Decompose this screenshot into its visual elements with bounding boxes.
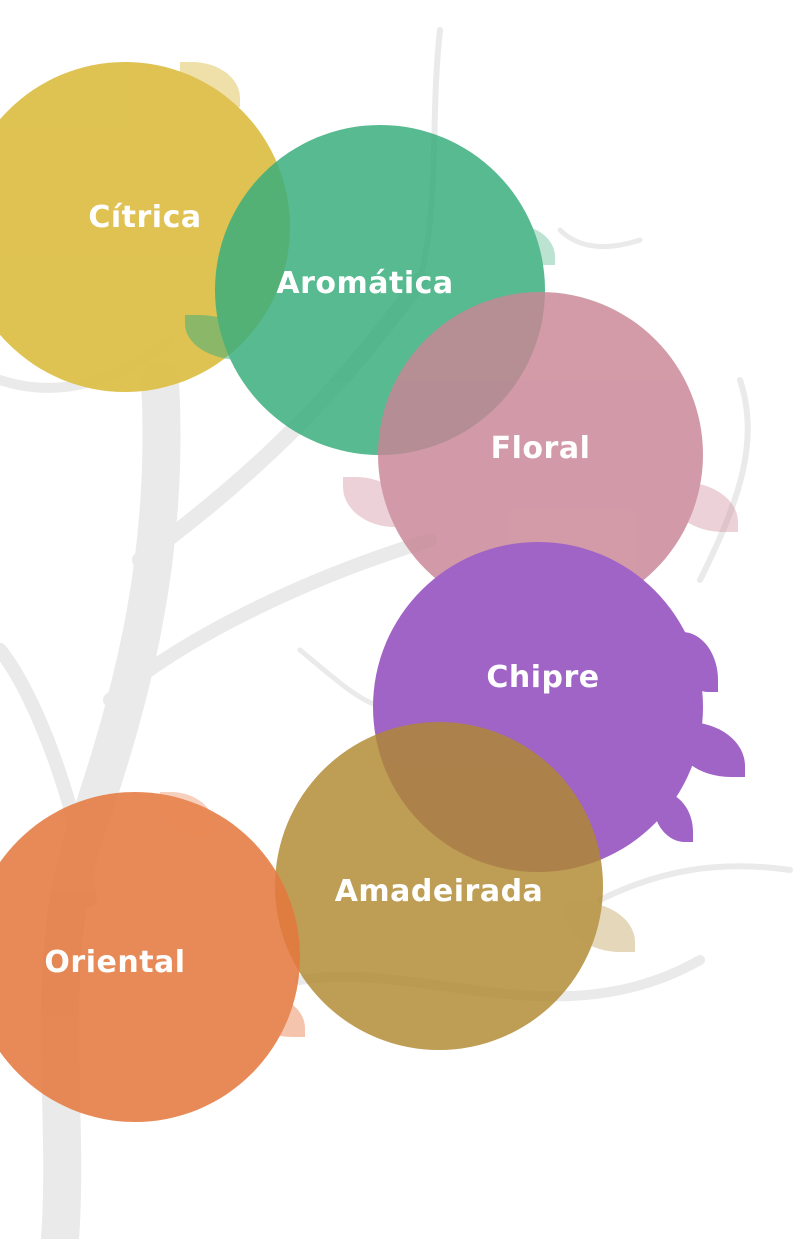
family-floral[interactable]: Floral bbox=[343, 292, 738, 617]
family-label: Floral bbox=[490, 431, 591, 466]
family-label: Chipre bbox=[486, 659, 600, 695]
family-label: Amadeirada bbox=[334, 873, 544, 909]
family-label: Oriental bbox=[44, 944, 186, 980]
family-label: Cítrica bbox=[88, 199, 202, 235]
family-label: Aromática bbox=[276, 265, 454, 301]
family-oriental[interactable]: Oriental bbox=[0, 792, 305, 1122]
family-amadeirada[interactable]: Amadeirada bbox=[275, 722, 635, 1050]
